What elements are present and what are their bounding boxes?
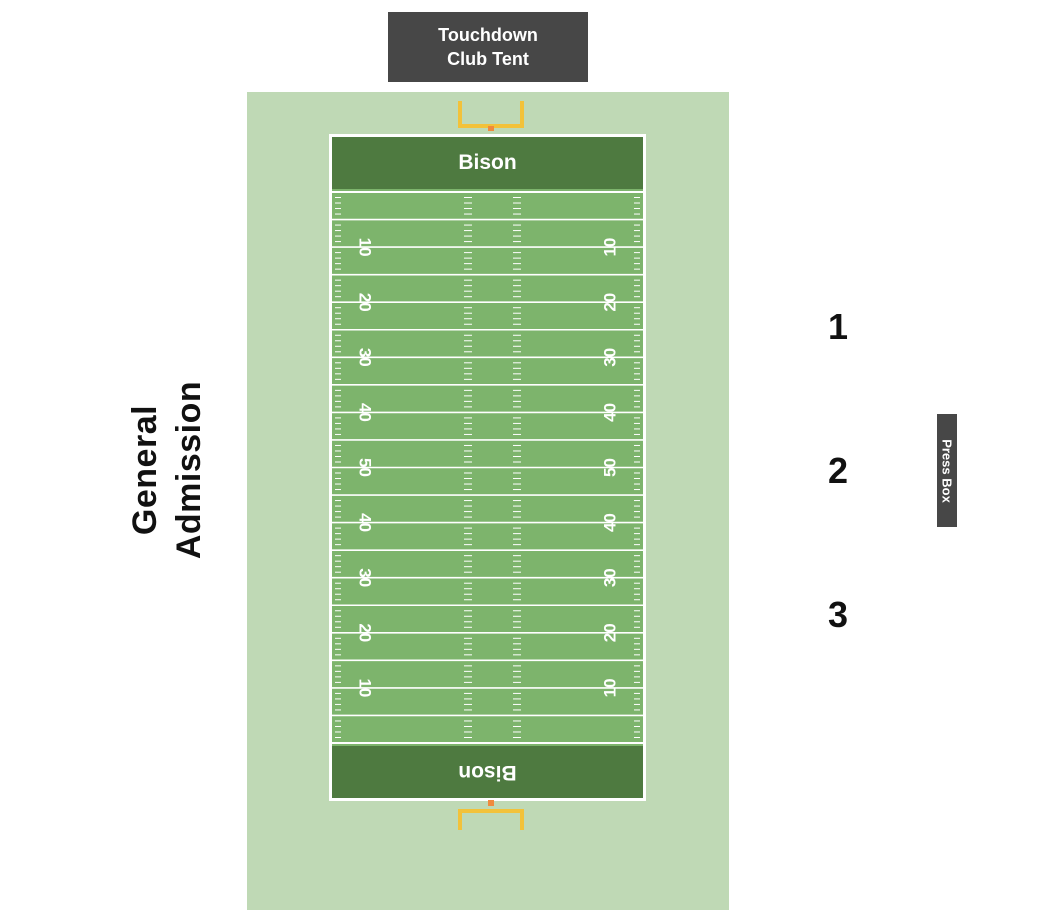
yard-number-left: 10	[356, 678, 375, 697]
endzone-bottom: Bison	[332, 746, 643, 798]
yard-number-right: 50	[601, 458, 620, 477]
tent-label-line1: Touchdown	[438, 25, 538, 45]
press-box-label: Press Box	[939, 438, 955, 503]
press-box[interactable]: Press Box	[937, 414, 957, 527]
yard-number-right: 10	[601, 238, 620, 257]
yard-number-left: 40	[356, 513, 375, 532]
touchdown-club-tent[interactable]: Touchdown Club Tent	[388, 12, 588, 82]
ga-line1: General	[126, 404, 164, 536]
endzone-top: Bison	[332, 137, 643, 189]
goalpost-bottom-icon	[458, 800, 524, 830]
section-3[interactable]: 3	[828, 594, 849, 635]
yard-number-left: 50	[356, 458, 375, 477]
yard-number-right: 20	[601, 623, 620, 642]
yard-number-right: 30	[601, 568, 620, 587]
yard-lines: 10 10 20 20 30 30 40 40 50 50 40 40 30 30 20 20 10 10	[332, 191, 643, 744]
yard-number-right: 10	[601, 678, 620, 697]
yard-number-left: 30	[356, 348, 375, 367]
yard-number-left: 30	[356, 568, 375, 587]
general-admission-label: General Admission	[82, 310, 252, 630]
goalpost-top-icon	[458, 101, 524, 131]
yard-number-left: 20	[356, 293, 375, 312]
yard-number-right: 30	[601, 348, 620, 367]
yard-number-left: 10	[356, 238, 375, 257]
yard-number-right: 40	[601, 513, 620, 532]
endzone-bottom-label: Bison	[458, 761, 517, 784]
ga-line2: Admission	[170, 380, 208, 560]
section-1[interactable]: 1	[828, 306, 849, 347]
yard-number-right: 40	[601, 403, 620, 422]
yard-number-right: 20	[601, 293, 620, 312]
tent-label-line2: Club Tent	[447, 49, 529, 69]
endzone-top-label: Bison	[458, 151, 517, 174]
section-2[interactable]: 2	[828, 450, 849, 491]
yard-number-left: 40	[356, 403, 375, 422]
yard-number-left: 20	[356, 623, 375, 642]
